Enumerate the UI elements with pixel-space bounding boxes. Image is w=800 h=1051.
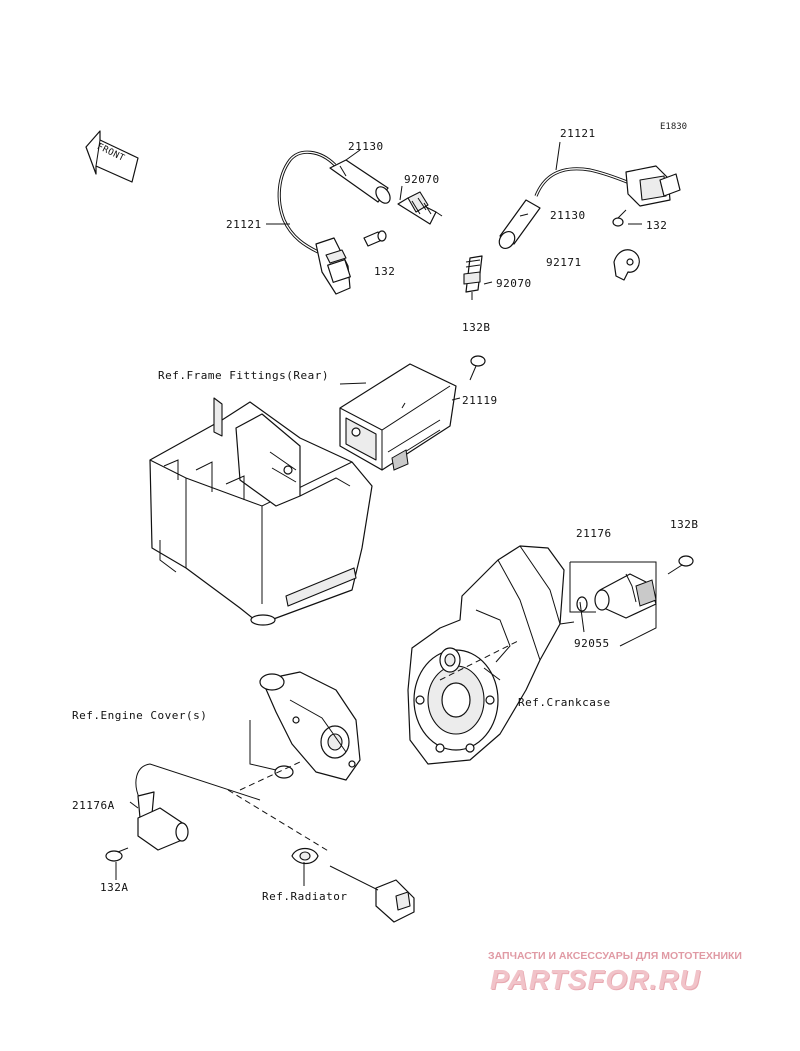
clamp — [613, 249, 640, 281]
spark-plug-left — [397, 191, 443, 225]
part-label-coil-right: 21121 — [560, 127, 596, 140]
crankcase — [407, 545, 565, 765]
part-label-plug-left: 92070 — [404, 173, 440, 186]
watermark-tagline: ЗАПЧАСТИ И АКСЕССУАРЫ ДЛЯ МОТОТЕХНИКИ — [488, 950, 742, 962]
front-direction-arrow — [85, 130, 139, 183]
ref-label-crankcase: Ref.Crankcase — [518, 696, 611, 709]
spark-plug-right — [463, 255, 483, 300]
radiator-clip — [291, 847, 319, 865]
ignition-coil-left — [277, 150, 351, 295]
part-label-cap-left: 21130 — [348, 140, 384, 153]
leader-lines — [115, 141, 657, 886]
part-label-coil-left: 21121 — [226, 218, 262, 231]
part-label-cap-right: 21130 — [550, 209, 586, 222]
watermark-logo: PARTSFOR.RU — [490, 964, 701, 995]
part-label-bolt-sensor: 132B — [670, 518, 699, 531]
part-label-bolt-right: 132 — [646, 219, 668, 232]
ref-label-engine-cover: Ref.Engine Cover(s) — [72, 709, 208, 722]
part-label-bolt-left: 132 — [374, 265, 396, 278]
bolt-sensor — [667, 555, 694, 575]
bolt-right — [612, 209, 627, 227]
spark-plug-cap-left — [329, 159, 391, 204]
part-label-clamp: 92171 — [546, 256, 582, 269]
ignition-coil-right — [534, 165, 681, 207]
temperature-sensor — [135, 763, 261, 851]
part-label-sensor: 21176 — [576, 527, 612, 540]
sensor-connector — [329, 865, 415, 923]
part-label-oring: 92055 — [574, 637, 610, 650]
part-label-sensor-a: 21176A — [72, 799, 115, 812]
part-label-igniter: 21119 — [462, 394, 498, 407]
crankshaft-sensor — [576, 573, 657, 619]
bolt-lower — [105, 847, 129, 862]
part-label-bolt-a: 132A — [100, 881, 129, 894]
part-label-plug-right: 92070 — [496, 277, 532, 290]
bolt-igniter — [469, 355, 486, 381]
reference-dashed-lines — [227, 639, 521, 853]
battery-case — [149, 397, 373, 626]
ref-label-radiator: Ref.Radiator — [262, 890, 348, 903]
o-ring-cover — [274, 765, 294, 779]
engine-cover — [259, 671, 361, 781]
bolt-left — [363, 230, 387, 247]
diagram-code: E1830 — [660, 122, 688, 132]
ref-label-frame-fittings: Ref.Frame Fittings(Rear) — [158, 369, 329, 382]
spark-plug-cap-right — [498, 199, 541, 249]
igniter — [339, 363, 457, 471]
part-label-bolt-igniter: 132B — [462, 321, 491, 334]
